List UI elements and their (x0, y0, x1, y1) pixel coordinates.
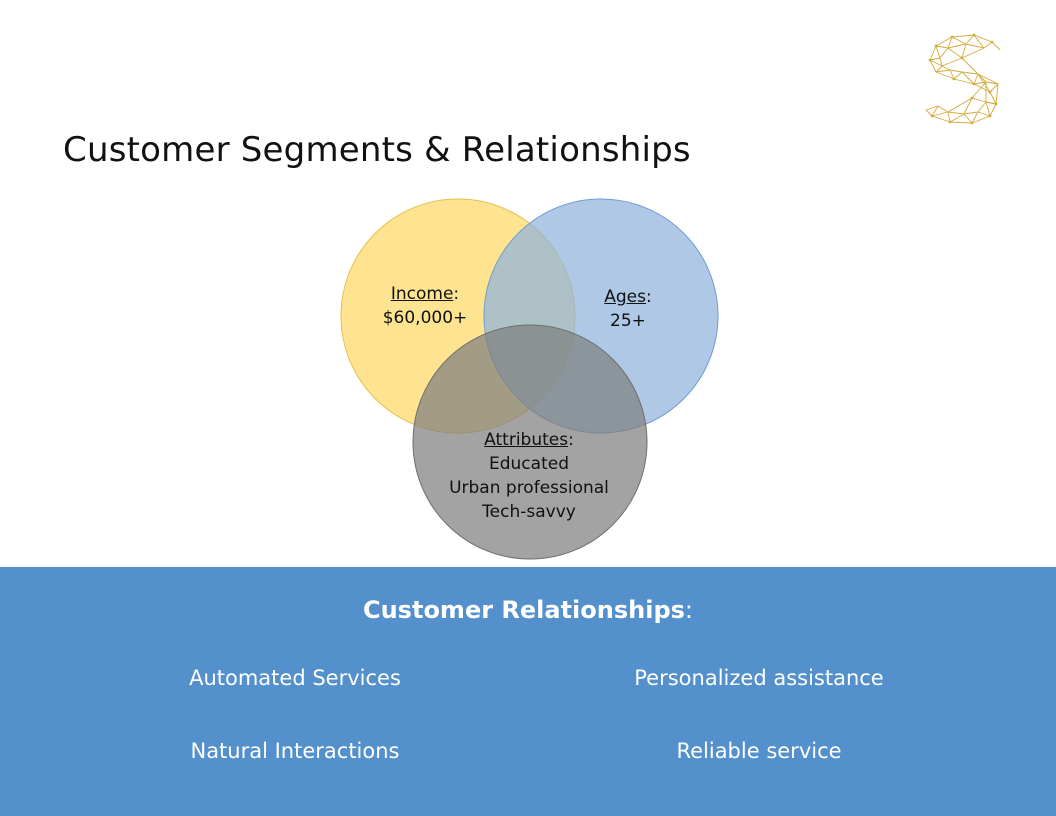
attributes-colon: : (568, 430, 574, 450)
relationships-heading-text: Customer Relationships (362, 596, 685, 624)
page-title: Customer Segments & Relationships (63, 130, 691, 170)
attribute-item: Urban professional (449, 478, 609, 498)
relationships-heading: Customer Relationships: (0, 596, 1056, 624)
ages-value: 25+ (610, 311, 646, 331)
relationships-colon: : (684, 596, 694, 624)
attributes-label: Attributes: Educated Urban professional … (410, 428, 648, 524)
relationships-panel (0, 567, 1056, 816)
relationship-item: Automated Services (189, 666, 401, 690)
income-label: Income: $60,000+ (352, 282, 498, 330)
income-value: $60,000+ (382, 308, 468, 328)
attributes-heading: Attributes (484, 430, 569, 450)
income-colon: : (453, 284, 460, 304)
attribute-item: Tech-savvy (482, 502, 576, 522)
ages-colon: : (646, 287, 652, 307)
ages-label: Ages: 25+ (568, 285, 688, 333)
income-heading: Income (390, 284, 454, 304)
ages-heading: Ages (604, 287, 646, 307)
attribute-item: Educated (489, 454, 569, 474)
s-logo-icon (925, 33, 1001, 125)
relationship-item: Personalized assistance (634, 666, 884, 690)
relationship-item: Natural Interactions (190, 739, 400, 763)
relationship-item: Reliable service (676, 739, 842, 763)
